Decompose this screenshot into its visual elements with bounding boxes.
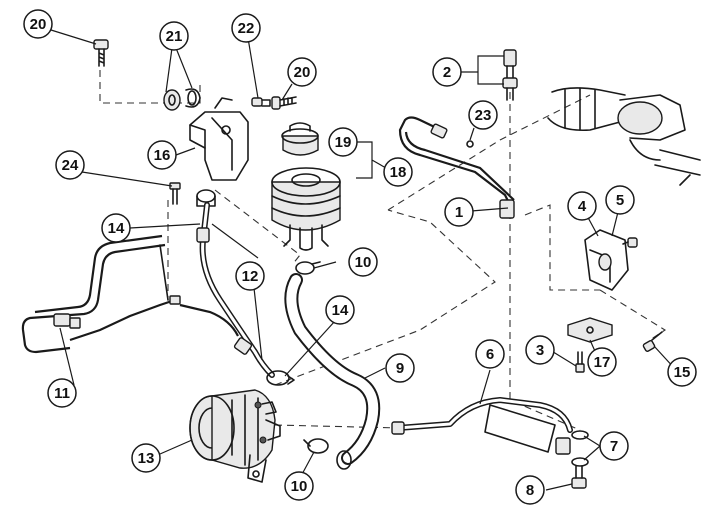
callout-6: 6 (475, 339, 505, 369)
callout-2-label: 2 (443, 64, 451, 81)
o-ring-23 (466, 140, 474, 148)
callout-16-label: 16 (154, 147, 171, 164)
callout-10-lower-label: 10 (291, 478, 308, 495)
callout-20-right-label: 20 (294, 64, 311, 81)
callout-15: 15 (667, 357, 697, 387)
bolt-3 (575, 351, 585, 373)
bracket-16 (189, 97, 249, 181)
union-bolt-8 (571, 465, 587, 489)
callout-19: 19 (328, 127, 358, 157)
callout-22: 22 (231, 13, 261, 43)
callout-10-upper-label: 10 (355, 254, 372, 271)
callout-20-left: 20 (23, 9, 53, 39)
fitting-2 (502, 49, 518, 101)
callout-23: 23 (468, 100, 498, 130)
hose-clamp-10-upper (295, 261, 321, 275)
callout-3: 3 (525, 335, 555, 365)
callout-7-label: 7 (610, 438, 618, 455)
bracket-4-5 (584, 229, 638, 291)
callout-14-top: 14 (101, 213, 131, 243)
bolt-15 (642, 331, 663, 352)
callout-6-label: 6 (486, 346, 494, 363)
callout-24: 24 (55, 150, 85, 180)
callout-7: 7 (599, 431, 629, 461)
clamp-14-lower (266, 370, 295, 386)
callout-2: 2 (432, 57, 462, 87)
callout-5: 5 (605, 185, 635, 215)
callout-9-label: 9 (396, 360, 404, 377)
callout-21-label: 21 (166, 28, 183, 45)
callout-21: 21 (159, 21, 189, 51)
callout-18: 18 (383, 157, 413, 187)
callout-4: 4 (567, 191, 597, 221)
callout-10-lower: 10 (284, 471, 314, 501)
callout-14-lower-label: 14 (332, 302, 349, 319)
bolt-20-right (271, 96, 297, 110)
callout-23-label: 23 (475, 107, 492, 124)
callout-14-top-label: 14 (108, 220, 125, 237)
callout-22-label: 22 (238, 20, 255, 37)
callout-4-label: 4 (578, 198, 587, 215)
hose-6 (391, 397, 573, 455)
hose-12 (196, 202, 275, 378)
callout-13: 13 (131, 443, 161, 473)
callout-1: 1 (444, 197, 474, 227)
pressure-line-11 (21, 234, 239, 354)
callout-12: 12 (235, 261, 265, 291)
bolt-24 (169, 182, 181, 205)
mount-17 (567, 317, 613, 343)
callout-9: 9 (385, 353, 415, 383)
steering-gear-housing (547, 87, 701, 186)
hose-clamp-10-lower (303, 438, 329, 454)
pump-13 (189, 389, 281, 483)
callout-18-label: 18 (390, 164, 407, 181)
callout-20-left-label: 20 (30, 16, 47, 33)
callout-17-label: 17 (594, 354, 611, 371)
callout-12-label: 12 (242, 268, 259, 285)
reservoir-cap-19 (281, 122, 319, 156)
bolt-20-left (93, 39, 109, 67)
callout-14-lower: 14 (325, 295, 355, 325)
callout-5-label: 5 (616, 192, 624, 209)
callout-8-label: 8 (526, 482, 534, 499)
callout-24-label: 24 (62, 157, 79, 174)
bolt-22 (251, 97, 271, 107)
callout-10-upper: 10 (348, 247, 378, 277)
callout-16: 16 (147, 140, 177, 170)
callout-13-label: 13 (138, 450, 155, 467)
callout-19-label: 19 (335, 134, 352, 151)
grommets-21 (163, 88, 201, 111)
callout-15-label: 15 (674, 364, 691, 381)
callout-1-label: 1 (455, 204, 463, 221)
callout-3-label: 3 (536, 342, 544, 359)
callout-8: 8 (515, 475, 545, 505)
tube-1 (398, 116, 515, 219)
callout-17: 17 (587, 347, 617, 377)
callout-11-label: 11 (54, 385, 70, 402)
return-hose-9 (284, 273, 381, 470)
callout-11: 11 (47, 378, 77, 408)
callout-20-right: 20 (287, 57, 317, 87)
reservoir-18 (271, 167, 341, 251)
washers-7 (571, 430, 589, 467)
